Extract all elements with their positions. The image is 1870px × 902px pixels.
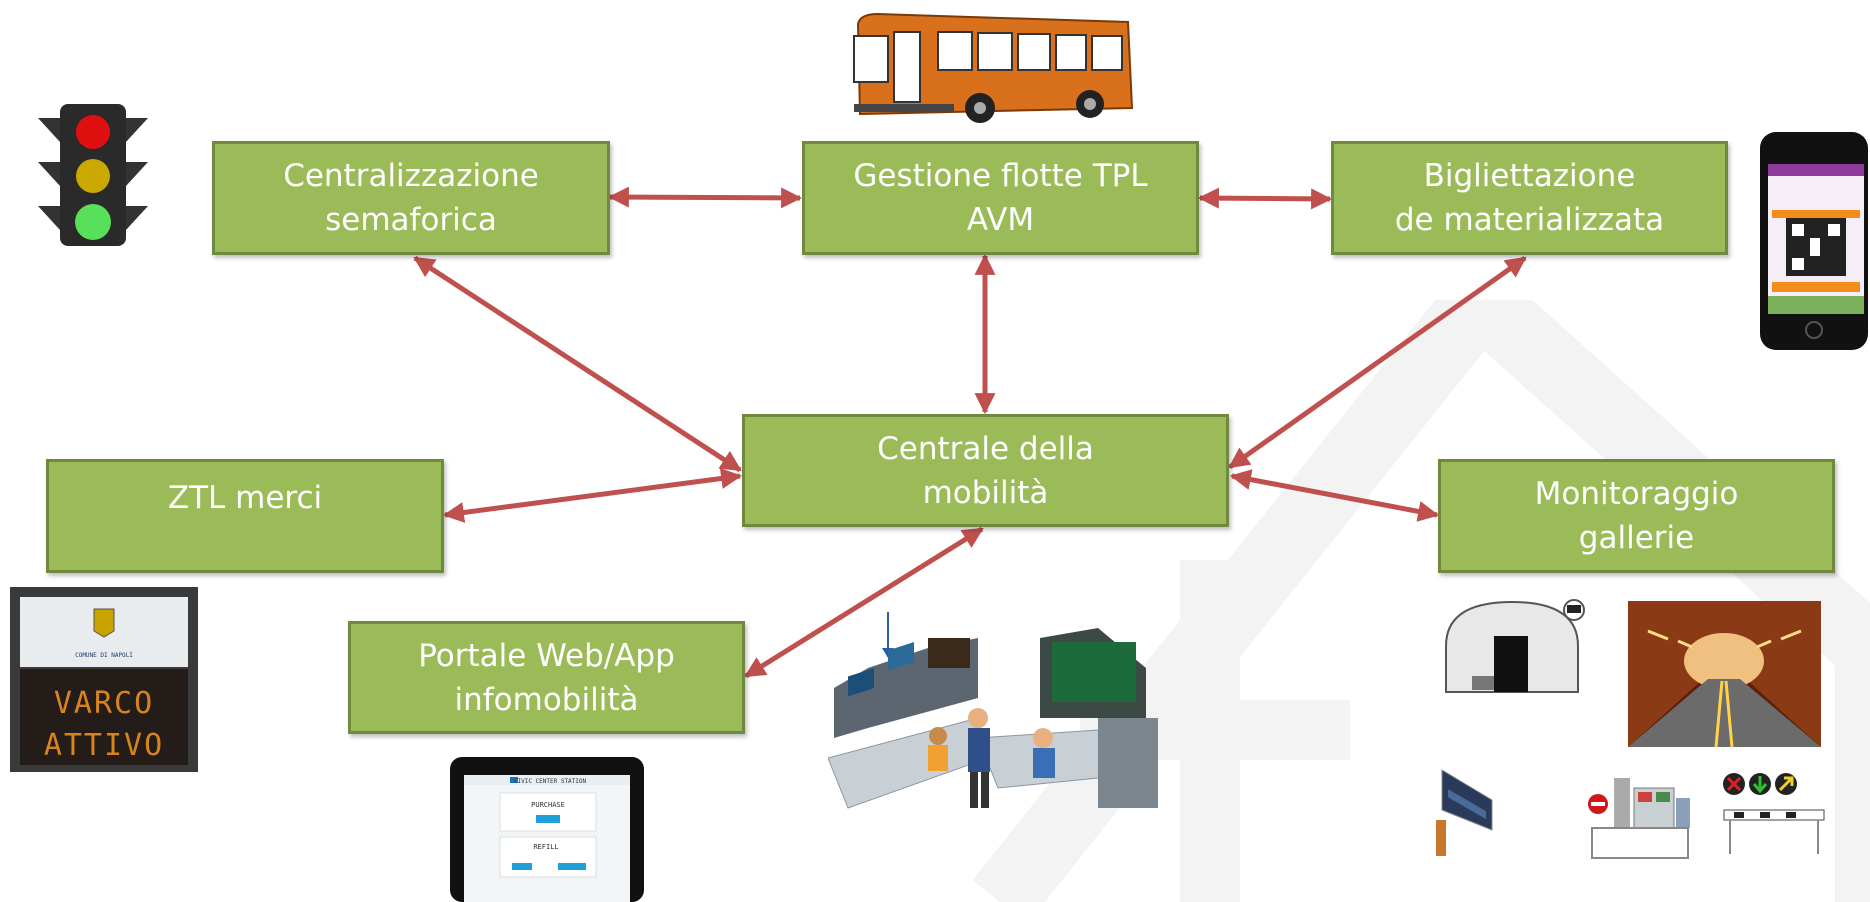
varco-line2: ATTIVO bbox=[44, 728, 164, 763]
control-room-illustration bbox=[828, 612, 1158, 809]
traffic-light-icon bbox=[38, 104, 148, 246]
tunnel-photo bbox=[1628, 601, 1821, 747]
arrow-ztl-centrale bbox=[442, 468, 743, 523]
arrow-gestione-bigliettazione bbox=[1197, 187, 1333, 210]
tunnel-equipment-icon bbox=[1588, 778, 1690, 859]
tablet-header: CIVIC CENTER STATION bbox=[514, 778, 587, 785]
tunnel-cross-section-icon bbox=[1445, 599, 1585, 693]
varco-attivo-sign: COMUNE DI NAPOLI VARCO ATTIVO bbox=[10, 587, 198, 772]
node-ztl-merci: ZTL merci bbox=[46, 459, 444, 573]
bus-icon bbox=[853, 12, 1134, 123]
arrow-centralizzazione-centrale bbox=[413, 255, 742, 473]
gantry-sign-icon bbox=[1436, 769, 1493, 856]
node-centralizzazione: Centralizzazione semaforica bbox=[212, 141, 610, 255]
tablet-refill: REFILL bbox=[533, 843, 558, 851]
node-gestione-flotte: Gestione flotte TPL AVM bbox=[802, 141, 1199, 255]
varco-logo-text: COMUNE DI NAPOLI bbox=[75, 652, 133, 659]
tablet-purchase: PURCHASE bbox=[531, 801, 565, 809]
arrow-monitoraggio-centrale bbox=[1229, 469, 1440, 522]
node-monitoraggio-gallerie: Monitoraggio gallerie bbox=[1438, 459, 1835, 573]
arrow-bigliettazione-centrale bbox=[1228, 255, 1527, 470]
arrow-centralizzazione-gestione bbox=[607, 186, 803, 209]
varco-line1: VARCO bbox=[54, 686, 154, 721]
node-centrale-mobilita: Centrale della mobilità bbox=[742, 414, 1229, 527]
lane-signals-icon bbox=[1723, 773, 1825, 854]
tablet-infomobility-icon: CIVIC CENTER STATION PURCHASE REFILL bbox=[450, 757, 644, 902]
smartphone-ticket-icon bbox=[1760, 132, 1868, 350]
node-portale-web: Portale Web/App infomobilità bbox=[348, 621, 745, 734]
node-bigliettazione: Bigliettazione de materializzata bbox=[1331, 141, 1728, 255]
arrow-portale-centrale bbox=[744, 526, 984, 679]
